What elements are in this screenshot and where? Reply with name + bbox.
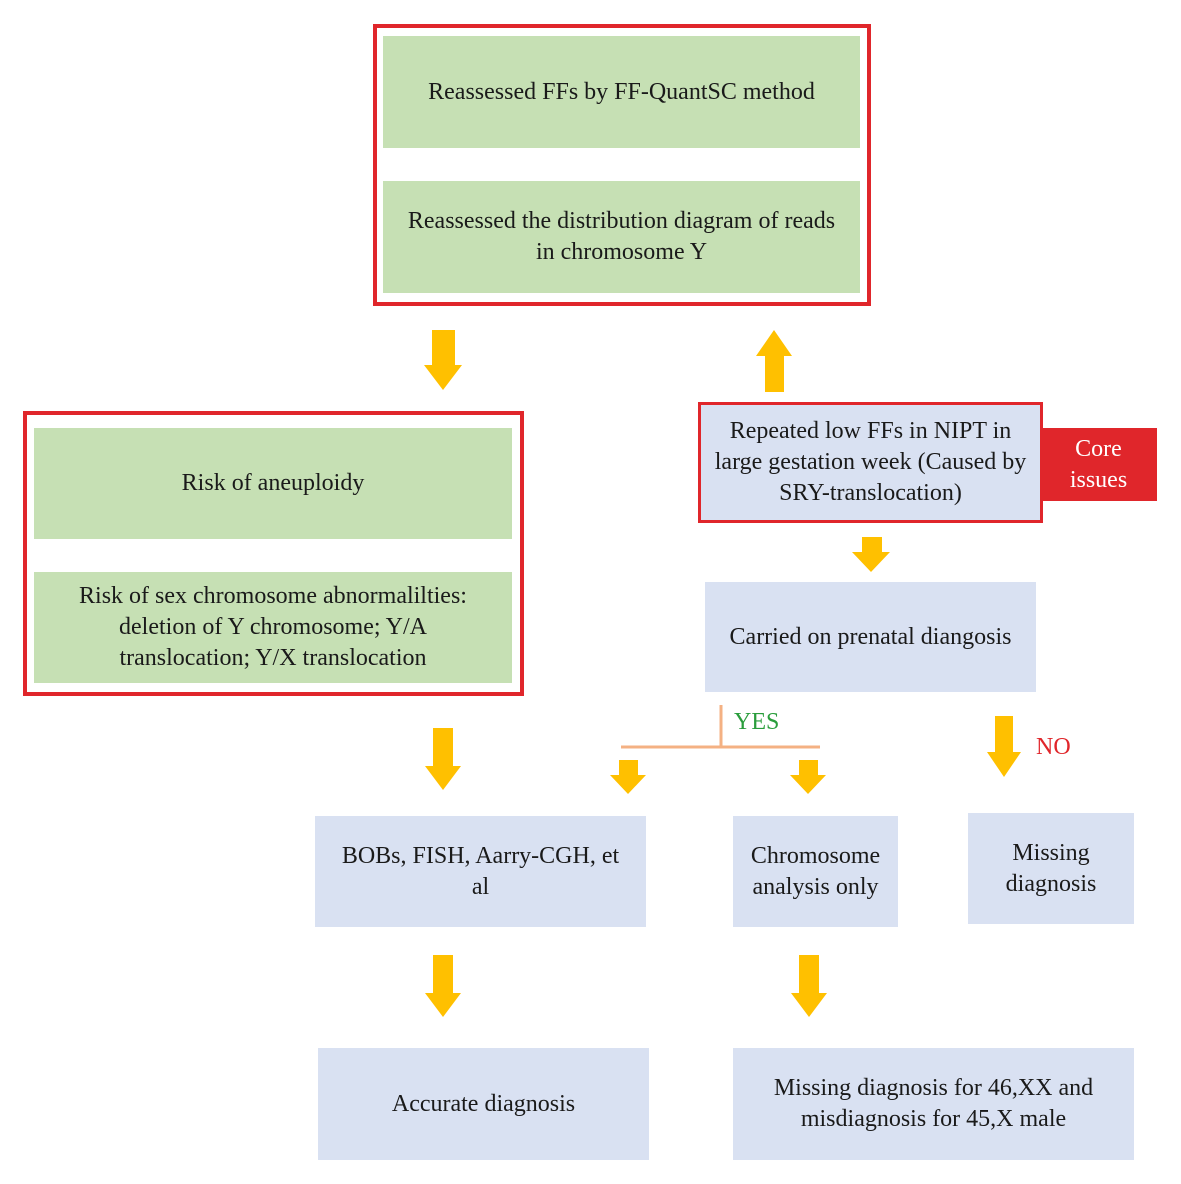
down-arrow-top-to-left [424,330,462,390]
missing-diagnosis-box: Missing diagnosis [968,813,1134,924]
aneuploidy-box: Risk of aneuploidy [34,428,512,539]
down-arrow-yes-left [610,760,646,794]
down-arrow-methods-to-accurate [425,955,461,1017]
yes-label: YES [734,709,780,735]
down-arrow-no [987,716,1021,777]
no-label: NO [1036,734,1071,760]
chromosome-analysis-box: Chromosome analysis only [733,816,898,927]
prenatal-diagnosis-box: Carried on prenatal diangosis [705,582,1036,692]
missing-46xx-box: Missing diagnosis for 46,XX and misdiagn… [733,1048,1134,1160]
sex-chromosome-box: Risk of sex chromosome abnormalilties: d… [34,572,512,683]
ff-quantsc-box: Reassessed FFs by FF-QuantSC method [383,36,860,148]
accurate-diagnosis-box: Accurate diagnosis [318,1048,649,1160]
methods-box: BOBs, FISH, Aarry-CGH, et al [315,816,646,927]
distribution-box: Reassessed the distribution diagram of r… [383,181,860,293]
core-issue-box: Repeated low FFs in NIPT in large gestat… [698,402,1043,523]
down-arrow-left-to-methods [425,728,461,790]
down-arrow-yes-right [790,760,826,794]
up-arrow-core-to-top [756,330,792,392]
down-arrow-chromosome-to-missing [791,955,827,1017]
down-arrow-core-to-prenatal [852,537,890,572]
core-issues-tag: Core issues [1040,428,1157,501]
